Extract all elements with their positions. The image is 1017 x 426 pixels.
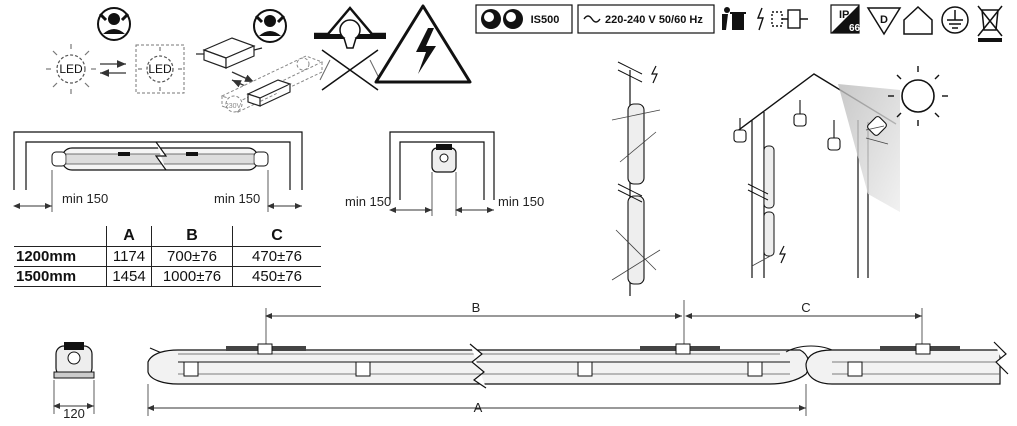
d-rating-icon: D: [866, 7, 902, 36]
table-row: 1200mm 1174 700±76 470±76: [14, 246, 321, 267]
dimensions-table: A B C 1200mm 1174 700±76 470±76 1500mm 1…: [14, 226, 321, 287]
row-a: 1174: [106, 246, 152, 267]
clearance-min-left: min 150: [62, 191, 108, 206]
voltage-icon: 220-240 V 50/60 Hz: [577, 4, 715, 34]
is500-icon: IS500: [475, 4, 573, 34]
swap-arrows-icon: [100, 60, 126, 77]
ip-value: 66: [849, 23, 861, 34]
technician-icon: [97, 7, 131, 41]
row-a: 1454: [106, 266, 152, 287]
clearance-side-right: min 150: [498, 194, 544, 209]
high-voltage-warning-icon: [374, 4, 472, 84]
table-row: 1500mm 1454 1000±76 450±76: [14, 266, 321, 287]
dispose-bin-icon: [722, 7, 746, 30]
led-label-left: LED: [59, 62, 83, 76]
end-mount-diagram: min 150 min 150: [345, 131, 544, 216]
clearance-side-left: min 150: [345, 194, 391, 209]
width-label: 120: [63, 406, 85, 421]
dimension-bc: B C: [265, 300, 923, 346]
led-label-right: LED: [148, 62, 172, 76]
table-header-b: B: [151, 226, 233, 247]
row-c: 470±76: [232, 246, 321, 267]
dimension-a-label: A: [474, 400, 483, 415]
technician-icon-2: [253, 9, 287, 43]
row-size: 1500mm: [14, 266, 107, 287]
clearance-min-right: min 150: [214, 191, 260, 206]
table-header-size: [14, 226, 107, 247]
dimension-b-label: B: [472, 300, 481, 315]
table-header-c: C: [232, 226, 321, 247]
is500-label: IS500: [531, 14, 560, 26]
ceiling-mount-diagram: min 150 min 150: [13, 131, 303, 212]
fixture-side-view: A: [147, 341, 1009, 416]
no-cover-icon: [314, 6, 386, 91]
driver-voltage-label: 230V: [225, 103, 242, 110]
indoor-use-icon: [903, 5, 933, 35]
ip-label: IP: [839, 9, 849, 21]
earth-ground-icon: [941, 6, 969, 34]
driver-box-icon: [196, 37, 263, 69]
table-header-a: A: [106, 226, 152, 247]
ip66-icon: IP 66: [830, 4, 861, 34]
driver-solid-icon: [246, 79, 292, 107]
d-label: D: [880, 14, 888, 26]
voltage-label: 220-240 V 50/60 Hz: [605, 14, 703, 26]
led-bulb-replace-icon: LED: [135, 44, 185, 94]
led-bulb-icon: LED: [46, 44, 96, 94]
row-c: 450±76: [232, 266, 321, 287]
electrical-safety-icon: [756, 7, 808, 31]
dimension-c-label: C: [801, 300, 810, 315]
row-b: 1000±76: [151, 266, 233, 287]
wall-mount-diagram: [611, 61, 661, 296]
row-size: 1200mm: [14, 246, 107, 267]
fixture-end-view: 120: [53, 342, 95, 421]
table-header-row: A B C: [14, 226, 321, 247]
weee-icon: [977, 5, 1003, 42]
house-installation-diagram: [733, 66, 948, 278]
row-b: 700±76: [151, 246, 233, 267]
